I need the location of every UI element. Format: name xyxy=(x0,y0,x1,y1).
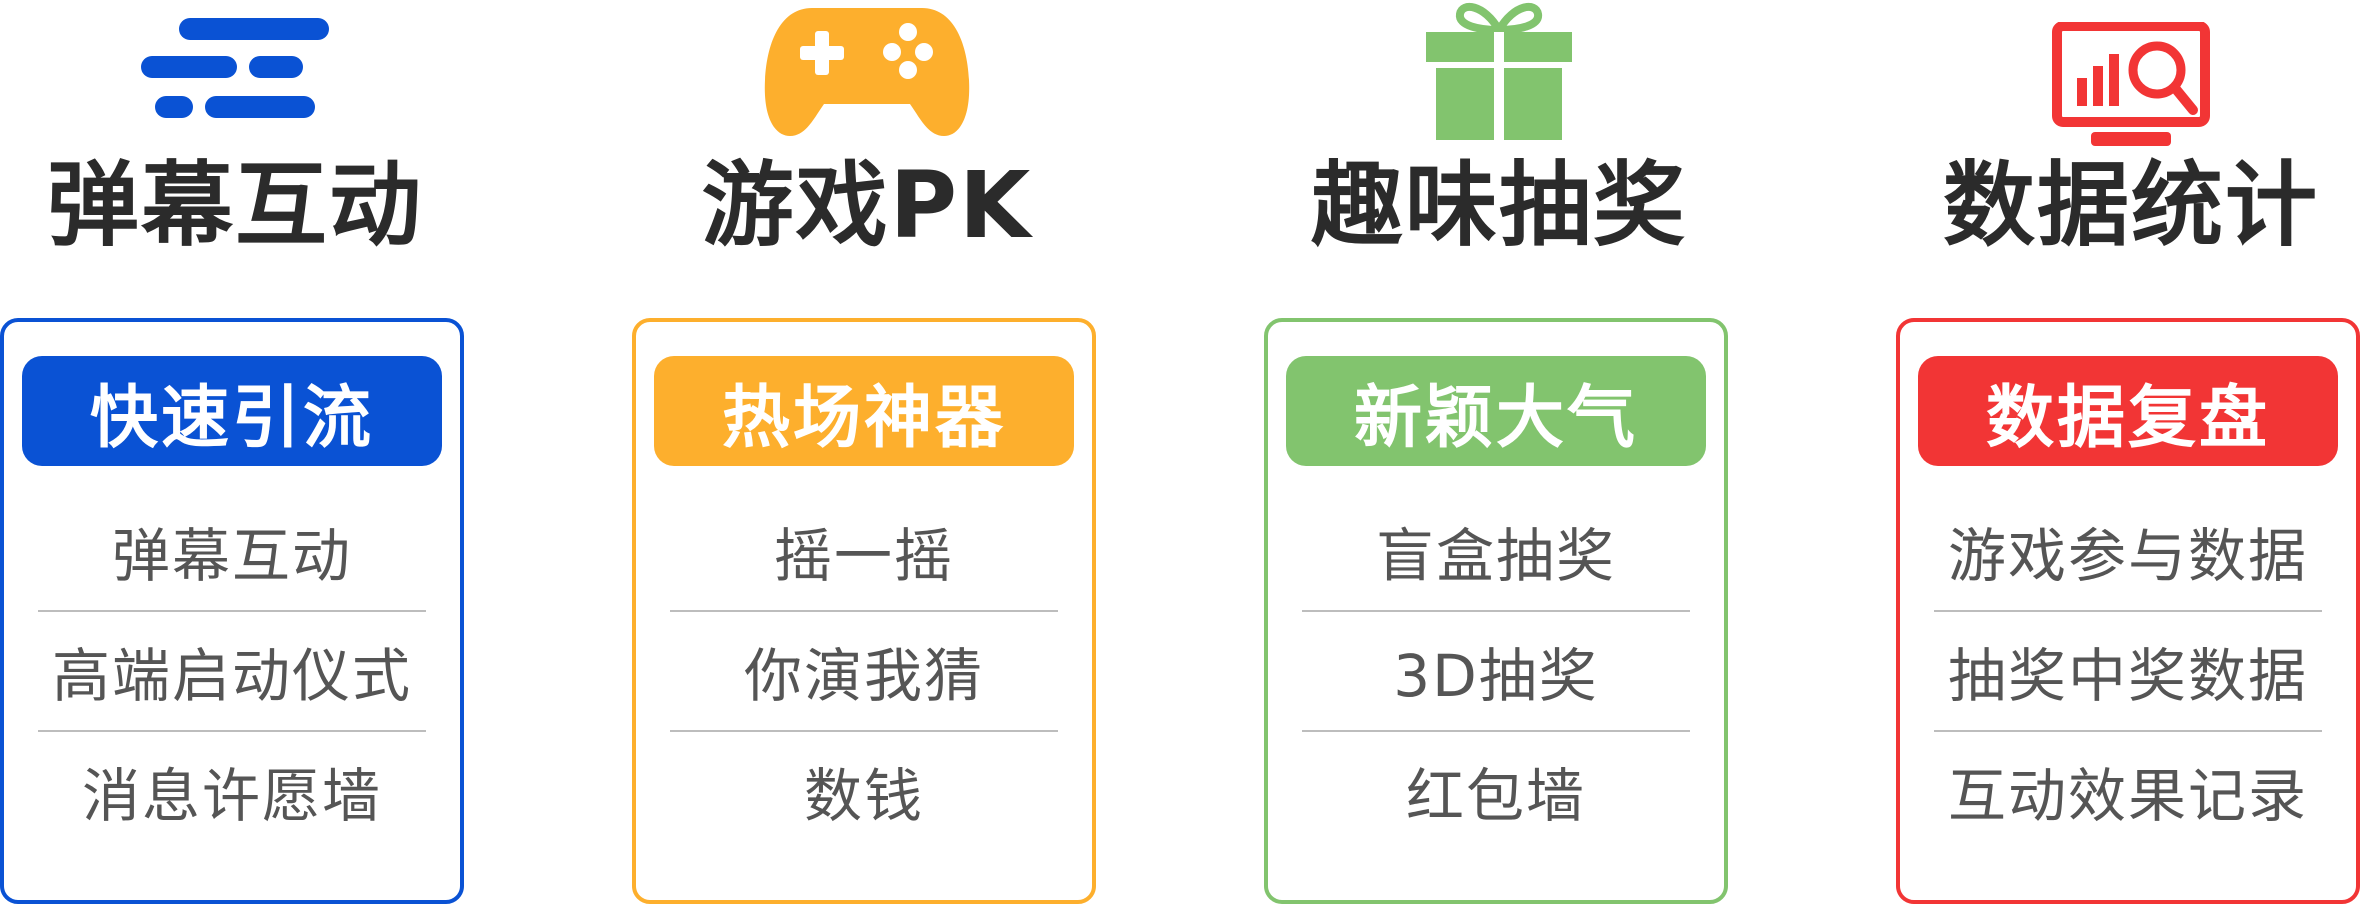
feature-column-statistics: 数据统计 数据复盘 游戏参与数据 抽奖中奖数据 互动效果记录 xyxy=(1896,0,2364,911)
list-item: 游戏参与数据 xyxy=(1947,522,2308,590)
list-item: 互动效果记录 xyxy=(1947,762,2308,830)
gift-box-icon xyxy=(1264,0,1734,150)
list-item: 抽奖中奖数据 xyxy=(1947,642,2308,710)
list-item: 盲盒抽奖 xyxy=(1375,522,1616,590)
feature-list: 弹幕互动 高端启动仪式 消息许愿墙 xyxy=(4,492,460,850)
divider xyxy=(1934,730,2322,732)
feature-title: 游戏PK xyxy=(701,152,1033,259)
feature-column-game-pk: 游戏PK 热场神器 摇一摇 你演我猜 数钱 xyxy=(632,0,1102,911)
feature-card: 快速引流 弹幕互动 高端启动仪式 消息许愿墙 xyxy=(0,318,464,904)
feature-badge: 数据复盘 xyxy=(1918,356,2338,466)
list-item: 红包墙 xyxy=(1405,762,1586,830)
feature-title: 趣味抽奖 xyxy=(1310,152,1687,259)
divider xyxy=(1302,730,1690,732)
monitor-chart-search-icon xyxy=(1896,0,2364,150)
feature-column-lottery: 趣味抽奖 新颖大气 盲盒抽奖 3D抽奖 红包墙 xyxy=(1264,0,1734,911)
feature-list: 游戏参与数据 抽奖中奖数据 互动效果记录 xyxy=(1900,492,2356,850)
list-item: 你演我猜 xyxy=(743,642,984,710)
feature-badge: 新颖大气 xyxy=(1286,356,1706,466)
feature-card: 数据复盘 游戏参与数据 抽奖中奖数据 互动效果记录 xyxy=(1896,318,2360,904)
gamepad-icon xyxy=(632,0,1102,150)
list-item: 摇一摇 xyxy=(773,522,954,590)
feature-list: 盲盒抽奖 3D抽奖 红包墙 xyxy=(1268,492,1724,850)
divider xyxy=(670,730,1058,732)
feature-list: 摇一摇 你演我猜 数钱 xyxy=(636,492,1092,850)
feature-title: 弹幕互动 xyxy=(46,152,423,259)
divider xyxy=(1302,610,1690,612)
danmaku-lines-icon xyxy=(0,0,470,150)
feature-column-danmaku: 弹幕互动 快速引流 弹幕互动 高端启动仪式 消息许愿墙 xyxy=(0,0,470,911)
feature-badge: 热场神器 xyxy=(654,356,1074,466)
divider xyxy=(670,610,1058,612)
feature-card: 新颖大气 盲盒抽奖 3D抽奖 红包墙 xyxy=(1264,318,1728,904)
divider xyxy=(38,730,426,732)
list-item: 消息许愿墙 xyxy=(81,762,382,830)
list-item: 3D抽奖 xyxy=(1393,642,1599,710)
list-item: 高端启动仪式 xyxy=(51,642,412,710)
divider xyxy=(38,610,426,612)
feature-title: 数据统计 xyxy=(1942,152,2319,259)
list-item: 弹幕互动 xyxy=(111,522,352,590)
divider xyxy=(1934,610,2322,612)
list-item: 数钱 xyxy=(803,762,924,830)
feature-badge: 快速引流 xyxy=(22,356,442,466)
feature-card: 热场神器 摇一摇 你演我猜 数钱 xyxy=(632,318,1096,904)
